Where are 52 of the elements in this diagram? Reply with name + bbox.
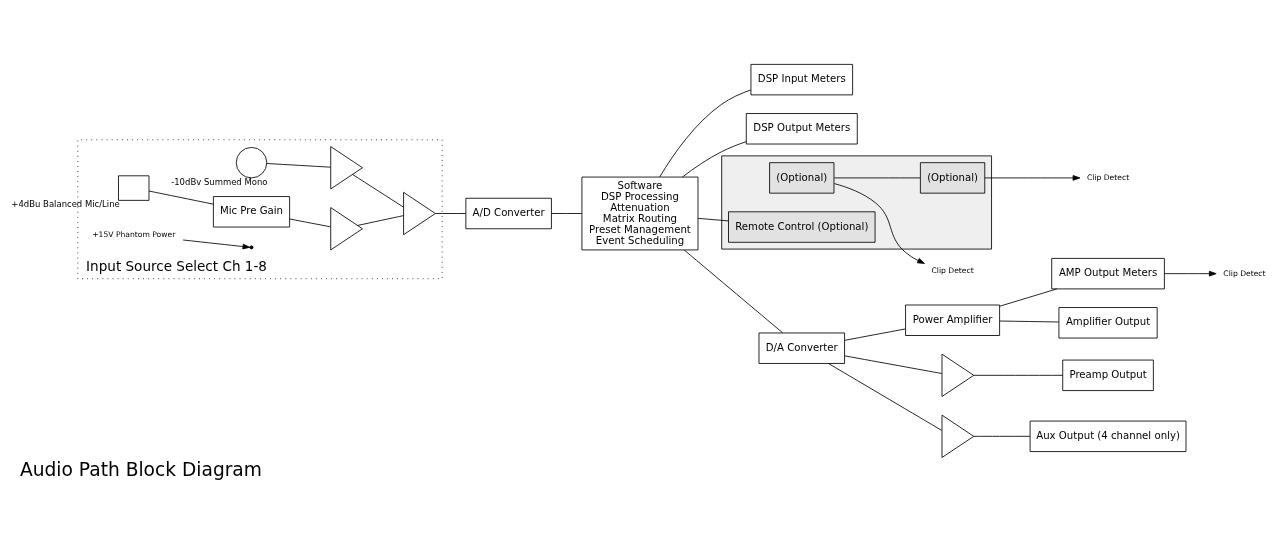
connector bbox=[973, 374, 1064, 376]
node-box: Amplifier Output bbox=[1058, 306, 1158, 338]
node-triangle bbox=[403, 191, 436, 235]
connector bbox=[434, 212, 467, 214]
node-text: Clip Detect bbox=[1223, 268, 1266, 278]
diagram-title: Audio Path Block Diagram bbox=[19, 458, 262, 480]
arrow bbox=[182, 239, 251, 249]
node-circle bbox=[235, 146, 268, 178]
node-box: Remote Control (Optional) bbox=[728, 210, 876, 243]
node-box: D/A Converter bbox=[758, 332, 845, 364]
node-box: DSP Input Meters bbox=[750, 63, 854, 95]
connector bbox=[357, 214, 404, 226]
node-label: -10dBv Summed Mono bbox=[171, 176, 268, 187]
node-triangle bbox=[330, 145, 363, 189]
node-box: Preamp Output bbox=[1062, 359, 1154, 391]
node-box: Power Amplifier bbox=[905, 304, 1001, 336]
arrow bbox=[833, 182, 925, 264]
node-box bbox=[118, 174, 150, 201]
connector bbox=[289, 218, 331, 227]
connector bbox=[551, 212, 583, 214]
connector bbox=[697, 217, 729, 221]
node-text: +15V Phantom Power bbox=[92, 229, 176, 239]
node-box: AMP Output Meters bbox=[1051, 257, 1165, 289]
node-text: Clip Detect bbox=[1086, 172, 1130, 182]
node-box: A/D Converter bbox=[465, 197, 552, 229]
cluster bbox=[721, 154, 992, 249]
node-triangle bbox=[941, 353, 975, 397]
connector bbox=[148, 190, 214, 205]
arrow bbox=[1164, 270, 1217, 276]
connector bbox=[659, 88, 752, 177]
connector bbox=[844, 354, 943, 374]
node-triangle bbox=[330, 206, 363, 250]
connector bbox=[266, 162, 331, 168]
node-box: DSP Output Meters bbox=[745, 112, 858, 144]
arrow bbox=[984, 174, 1081, 181]
connector bbox=[682, 140, 747, 177]
connector bbox=[999, 288, 1058, 307]
node-text: Clip Detect bbox=[931, 265, 974, 275]
node-box: Software DSP Processing Attenuation Matrix Routing Preset Management Event Scheduling bbox=[581, 176, 699, 250]
connector bbox=[828, 362, 943, 431]
connector bbox=[844, 328, 906, 341]
node-box: Mic Pre Gain bbox=[212, 195, 291, 227]
connector bbox=[999, 320, 1060, 322]
connector bbox=[683, 249, 783, 333]
connector bbox=[973, 435, 1031, 437]
node-box: (Optional) bbox=[769, 161, 835, 194]
connector bbox=[833, 177, 921, 178]
node-triangle bbox=[941, 414, 975, 458]
node-box: Aux Output (4 channel only) bbox=[1029, 420, 1187, 452]
connector bbox=[352, 173, 404, 208]
node-box: (Optional) bbox=[919, 161, 986, 194]
node-label: +4dBu Balanced Mic/Line bbox=[11, 198, 120, 209]
